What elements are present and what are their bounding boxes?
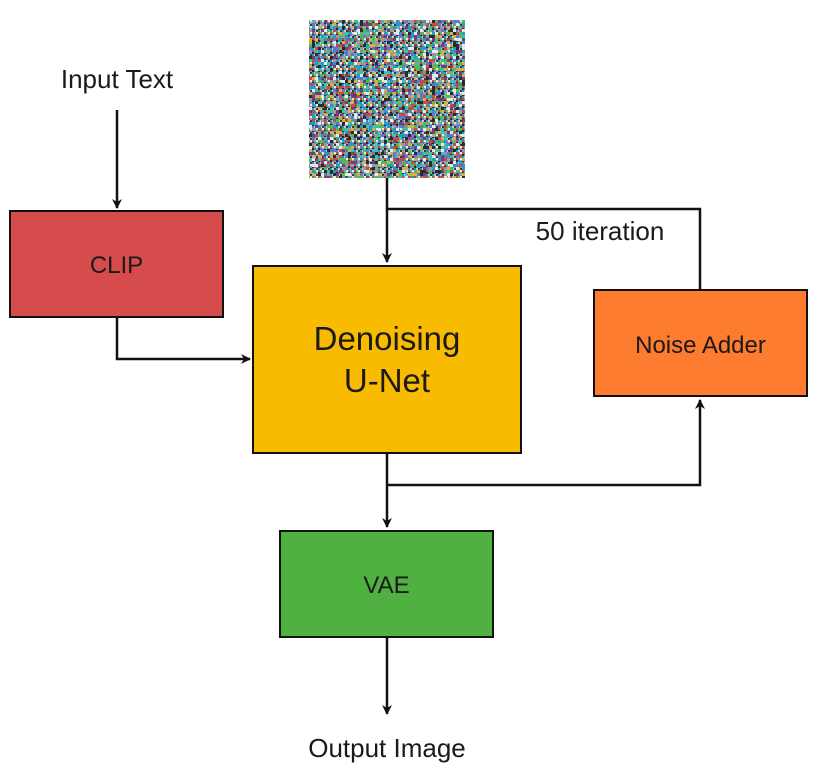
- noise-speckles: [309, 20, 465, 178]
- input-text-label: Input Text: [61, 64, 174, 94]
- vae-label: VAE: [363, 572, 409, 599]
- loop-wire-top: [387, 207, 702, 289]
- unet-label-line1: Denoising: [314, 320, 461, 357]
- noise-adder-box: [593, 289, 808, 397]
- clip-label: CLIP: [90, 252, 143, 279]
- noise-adder-label: Noise Adder: [635, 332, 766, 359]
- arrow-unet-to-noise-adder: [387, 399, 705, 487]
- clip-box: [9, 210, 224, 318]
- denoising-unet-box: [252, 265, 522, 454]
- iteration-label: 50 iteration: [536, 216, 665, 246]
- arrow-clip-to-unet: [115, 317, 251, 364]
- output-image-label: Output Image: [308, 733, 466, 763]
- vae-box: [279, 530, 494, 638]
- unet-label-line2: U-Net: [344, 362, 430, 399]
